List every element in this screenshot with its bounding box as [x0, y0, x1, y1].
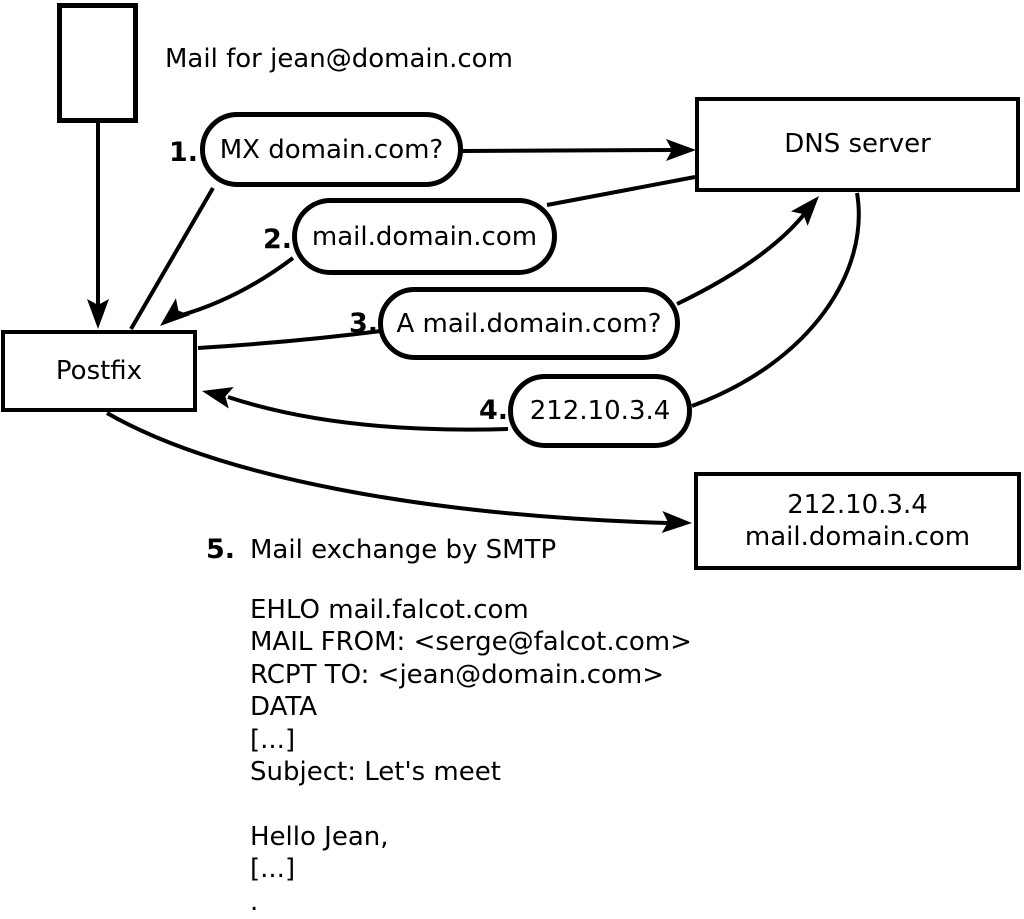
- arrowhead-smtp-into-mailserver: [661, 510, 692, 533]
- pill-a-query-label: A mail.domain.com?: [396, 308, 662, 339]
- line-dns-to-pill2: [546, 175, 696, 207]
- arrow-smtp-line: [106, 411, 669, 525]
- dns-server-label: DNS server: [784, 129, 931, 160]
- arrow-pill4-to-postfix-line: [227, 395, 509, 432]
- line-dns-to-pill4: [691, 192, 861, 408]
- incoming-mail-icon: [57, 3, 138, 123]
- line-postfix-to-pill1: [129, 186, 215, 331]
- arrowhead-response2-into-postfix: [160, 298, 191, 326]
- postfix-label: Postfix: [55, 355, 143, 386]
- smtp-line-blank: [250, 788, 692, 820]
- pill-a-response: 212.10.3.4: [508, 374, 692, 448]
- mail-server-ip: 212.10.3.4: [787, 489, 928, 520]
- step-number-2: 2.: [262, 224, 292, 255]
- arrow-pill1-to-dns-line: [461, 148, 673, 153]
- pill-mx-query: MX domain.com?: [200, 112, 463, 187]
- arrowhead-response4-into-postfix: [202, 387, 234, 409]
- smtp-session-text: EHLO mail.falcot.com MAIL FROM: <serge@f…: [250, 594, 692, 918]
- smtp-line-end-dot: .: [250, 886, 259, 917]
- smtp-line-ellipsis-1: [...]: [250, 724, 296, 755]
- pill-a-query: A mail.domain.com?: [378, 287, 680, 360]
- arrow-pill2-to-postfix-line: [181, 256, 295, 317]
- pill-a-response-label: 212.10.3.4: [529, 396, 671, 426]
- postfix-box: Postfix: [1, 330, 197, 412]
- arrowhead-query3-into-dns: [791, 196, 819, 226]
- smtp-line-ehlo: EHLO mail.falcot.com: [250, 595, 529, 625]
- smtp-line-ellipsis-2: [...]: [250, 854, 296, 885]
- mail-server-hostname: mail.domain.com: [744, 522, 971, 552]
- step-number-1: 1.: [168, 137, 198, 168]
- smtp-line-subject: Subject: Let's meet: [250, 757, 501, 788]
- dns-server-box: DNS server: [695, 97, 1020, 192]
- smtp-line-data: DATA: [250, 692, 317, 723]
- mail-server-box: 212.10.3.4 mail.domain.com: [694, 472, 1021, 570]
- smtp-line-rcpt-to: RCPT TO: <jean@domain.com>: [250, 659, 665, 690]
- pill-mx-response: mail.domain.com: [292, 198, 557, 275]
- arrowhead-into-dns-left: [666, 139, 696, 161]
- pill-mx-query-label: MX domain.com?: [219, 134, 444, 165]
- arrow-pill3-to-dns-line: [676, 210, 808, 306]
- line-postfix-to-pill3: [197, 329, 382, 350]
- mail-caption: Mail for jean@domain.com: [165, 44, 513, 74]
- arrowhead-into-postfix-top: [87, 299, 109, 329]
- smtp-line-mail-from: MAIL FROM: <serge@falcot.com>: [250, 627, 692, 658]
- step-number-4: 4.: [478, 395, 508, 426]
- smtp-line-hello: Hello Jean,: [250, 821, 389, 852]
- step-number-3: 3.: [348, 308, 378, 339]
- pill-mx-response-label: mail.domain.com: [311, 221, 538, 252]
- step-number-5: 5.: [205, 534, 235, 565]
- smtp-exchange-caption: Mail exchange by SMTP: [250, 535, 557, 565]
